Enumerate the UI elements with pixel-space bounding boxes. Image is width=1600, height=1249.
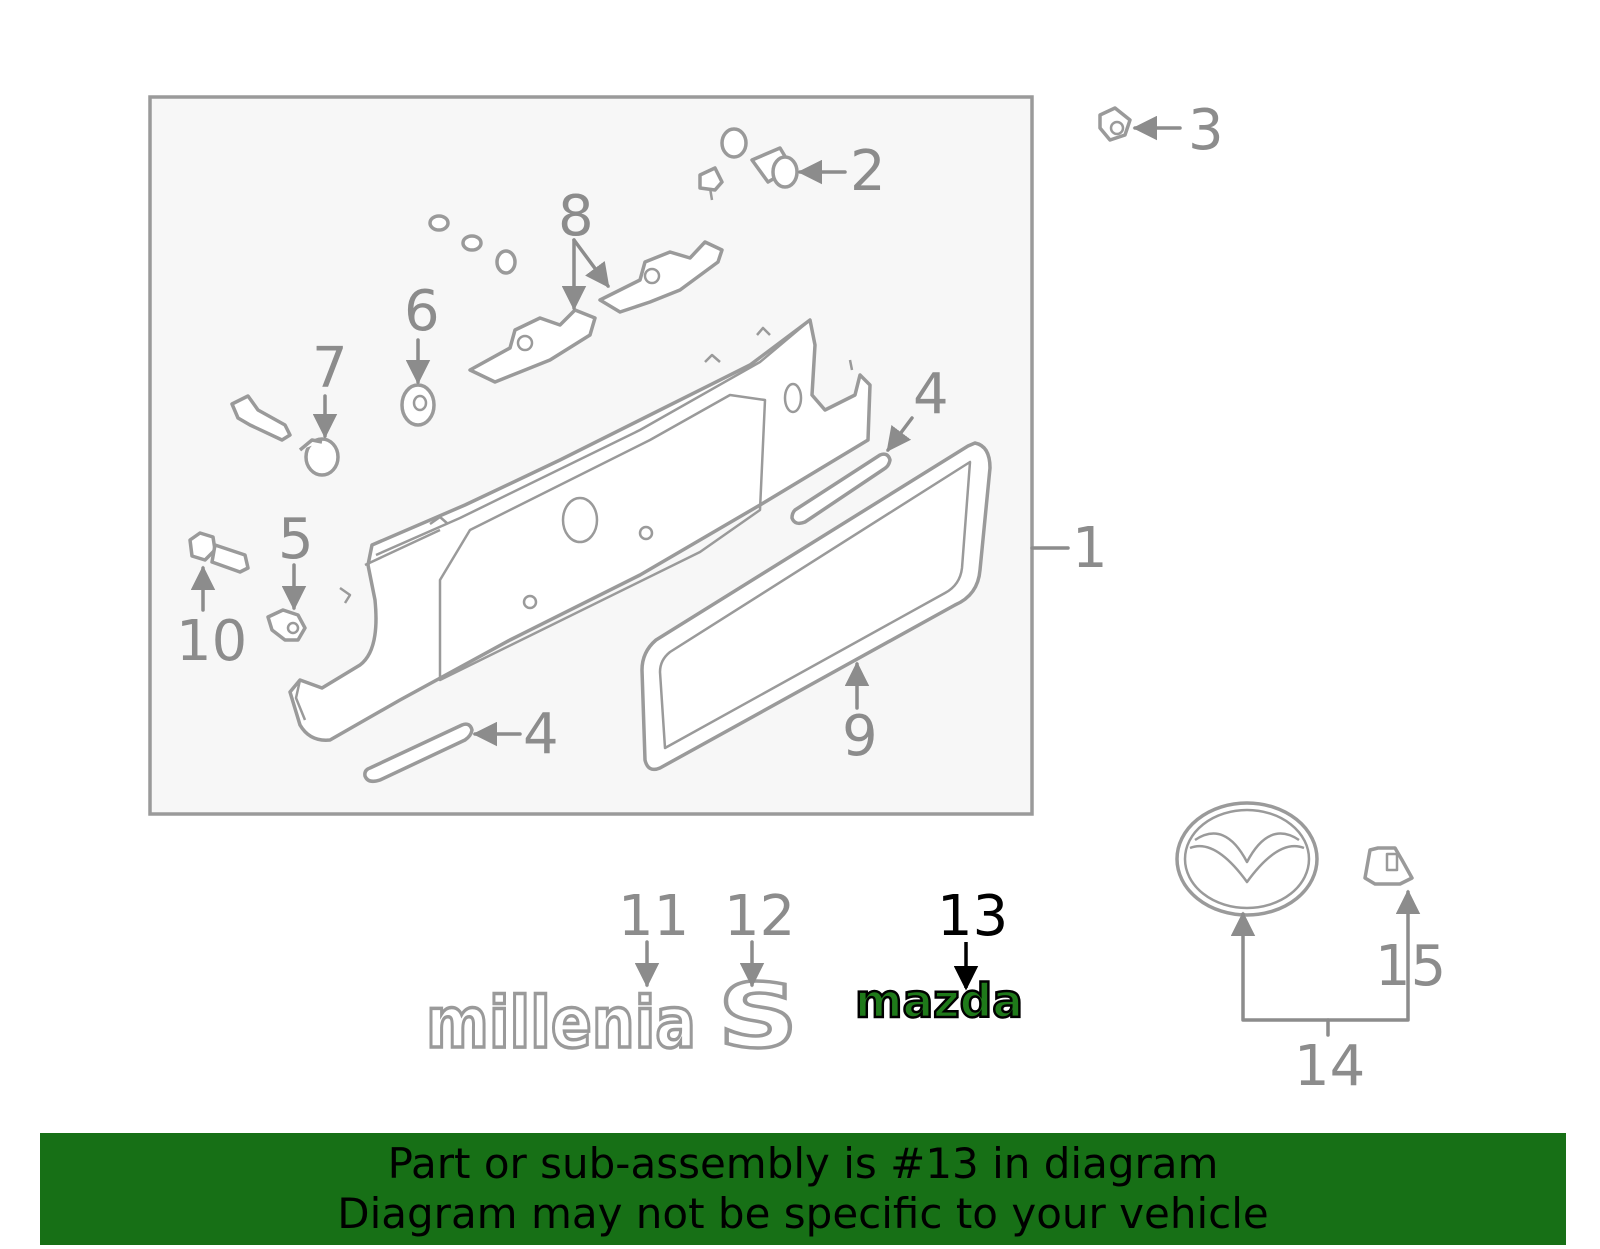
callout-6[interactable]: 6 — [404, 279, 440, 344]
part-13-mazda-emblem[interactable]: mazda — [854, 973, 1025, 1030]
callout-15[interactable]: 15 — [1375, 934, 1446, 999]
part-11-millenia-emblem[interactable]: millenia — [424, 980, 698, 1066]
callout-7[interactable]: 7 — [312, 336, 348, 401]
part-5-clip[interactable] — [266, 608, 307, 642]
part-3-nut[interactable] — [1098, 106, 1132, 142]
callout-9[interactable]: 9 — [842, 704, 878, 769]
mazda-emblem-text: mazda — [855, 974, 1023, 1028]
callout-4-upper[interactable]: 4 — [913, 362, 949, 427]
s-emblem-text: S — [718, 965, 798, 1068]
part-14-mazda-logo-emblem[interactable] — [1175, 801, 1319, 917]
millenia-emblem-text: millenia — [426, 982, 696, 1064]
part-9-garnish-lens[interactable] — [640, 441, 992, 772]
footer-line-disclaimer: Diagram may not be specific to your vehi… — [337, 1189, 1269, 1238]
part-10-bolt[interactable] — [188, 531, 250, 574]
part-4-strip-lower[interactable] — [363, 722, 474, 784]
part-1-garnish-body[interactable] — [288, 318, 872, 742]
part-7-fastener[interactable] — [230, 394, 340, 477]
part-2-bolt[interactable] — [698, 127, 799, 201]
callout-1[interactable]: 1 — [1072, 516, 1108, 581]
callout-11[interactable]: 11 — [618, 884, 689, 949]
callout-2[interactable]: 2 — [850, 139, 886, 204]
part-8-bracket-left[interactable] — [468, 308, 597, 384]
callout-8[interactable]: 8 — [558, 184, 594, 249]
leader-lines — [190, 115, 1421, 1037]
footer-banner: Part or sub-assembly is #13 in diagram D… — [40, 1133, 1566, 1245]
part-4-strip-upper[interactable] — [790, 452, 892, 526]
part-12-s-emblem[interactable]: S — [716, 963, 800, 1070]
part-8-bracket-right[interactable] — [598, 240, 724, 314]
part-15-clip[interactable] — [1363, 846, 1414, 886]
callout-12[interactable]: 12 — [724, 884, 795, 949]
callout-4-lower[interactable]: 4 — [523, 702, 559, 767]
callout-14[interactable]: 14 — [1294, 1034, 1365, 1099]
callout-3[interactable]: 3 — [1188, 98, 1224, 163]
callout-13[interactable]: 13 — [937, 884, 1008, 949]
callout-10[interactable]: 10 — [176, 609, 247, 674]
footer-line-part-info: Part or sub-assembly is #13 in diagram — [387, 1139, 1219, 1188]
part-clips — [428, 214, 517, 275]
callout-5[interactable]: 5 — [278, 507, 314, 572]
callout-labels: 1 2 3 4 4 5 6 7 8 9 10 11 12 13 14 15 — [176, 98, 1446, 1099]
part-6-grommet[interactable] — [400, 383, 436, 427]
